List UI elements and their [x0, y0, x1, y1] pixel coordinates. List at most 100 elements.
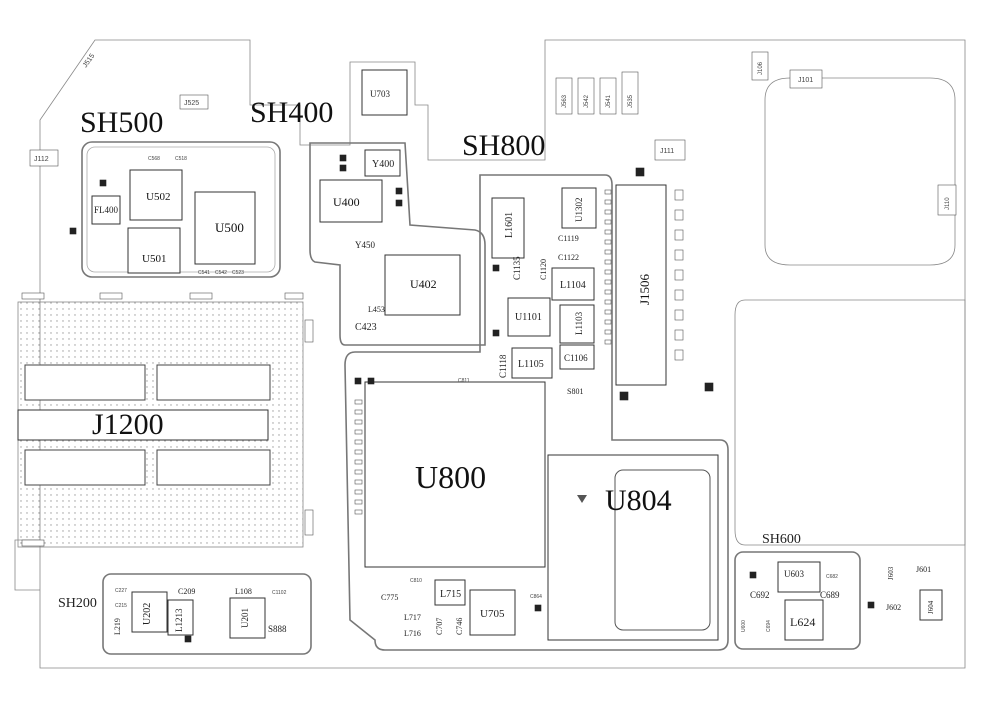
label-j542: J542 — [584, 94, 590, 108]
label-u402: U402 — [410, 277, 437, 291]
j1200-block-d — [156, 449, 271, 486]
chip-u1101 — [507, 297, 551, 337]
label-u603: U603 — [784, 569, 804, 579]
label-j112: J112 — [34, 156, 49, 163]
label-sh600: SH600 — [762, 532, 801, 547]
label-sh500: SH500 — [80, 106, 163, 139]
label-j603: J603 — [887, 566, 895, 580]
chip-l1213 — [167, 599, 194, 636]
label-u501: U501 — [142, 253, 166, 265]
u804-marker — [577, 495, 587, 503]
label-j1200: J1200 — [92, 408, 164, 441]
label-u502: U502 — [146, 191, 170, 203]
chip-u402 — [384, 254, 461, 316]
pad-cluster — [69, 154, 875, 643]
chip-l1104 — [551, 267, 595, 301]
label-c215: C215 — [115, 603, 127, 609]
label-c707: C707 — [435, 618, 444, 635]
label-l1213: L1213 — [174, 608, 184, 632]
chip-u804-inner — [614, 469, 711, 631]
chip-fl400 — [91, 195, 121, 225]
label-c810: C810 — [410, 578, 422, 584]
label-c1135: C1135 — [512, 256, 522, 280]
label-l624: L624 — [790, 615, 815, 629]
chip-j604 — [919, 589, 943, 621]
chip-u705 — [469, 589, 516, 636]
board-outline — [39, 39, 966, 669]
chip-l624 — [784, 599, 824, 641]
label-j604: J604 — [927, 600, 935, 614]
label-c523: C523 — [232, 270, 244, 276]
shield-sh500-inner — [86, 146, 276, 273]
label-fl400: FL400 — [94, 205, 119, 215]
label-c1122: C1122 — [558, 253, 579, 262]
chip-l715 — [434, 579, 466, 606]
label-l716: L716 — [404, 629, 421, 638]
label-l1601: L1601 — [504, 212, 515, 238]
label-c1119: C1119 — [558, 234, 579, 243]
label-j535: J535 — [628, 94, 634, 108]
label-l1103: L1103 — [574, 311, 584, 335]
chip-u603 — [777, 561, 821, 593]
label-u201: U201 — [240, 608, 250, 628]
label-c1102: C1102 — [272, 590, 287, 596]
chip-l1105 — [511, 347, 553, 379]
label-sh400: SH400 — [250, 96, 333, 129]
conn-j541 — [599, 77, 617, 115]
label-l1105: L1105 — [518, 359, 544, 370]
label-u400: U400 — [333, 195, 360, 209]
conn-j110 — [937, 184, 957, 216]
label-u804: U804 — [605, 484, 672, 517]
chip-u201 — [229, 597, 266, 639]
label-j525: J525 — [184, 100, 199, 107]
chip-c1106 — [559, 344, 595, 370]
label-u500: U500 — [215, 220, 244, 235]
chip-u800 — [364, 381, 546, 568]
board-cutout-right — [734, 299, 966, 546]
conn-j542 — [577, 77, 595, 115]
j1200-strip — [17, 409, 269, 441]
label-c423: C423 — [355, 322, 377, 333]
label-u705: U705 — [480, 608, 505, 620]
chip-u400 — [319, 179, 383, 223]
label-l1104: L1104 — [560, 280, 586, 291]
shield-sh800 — [344, 174, 729, 651]
label-c746: C746 — [455, 618, 464, 635]
j1200-block-c — [24, 449, 146, 486]
chip-u501 — [127, 227, 181, 274]
label-sh200: SH200 — [58, 596, 97, 611]
label-j1506: J1506 — [637, 273, 652, 305]
label-u1302: U1302 — [574, 198, 584, 223]
j1200-block-a — [24, 364, 146, 401]
label-u800: U800 — [415, 459, 486, 495]
label-j110: J110 — [945, 197, 951, 210]
chip-u1302 — [561, 187, 597, 229]
board-outline-left — [14, 539, 40, 591]
chip-j1506 — [615, 184, 667, 386]
conn-j525 — [179, 94, 209, 110]
board-cutout — [764, 77, 956, 266]
chip-u703 — [361, 69, 408, 116]
conn-j111 — [654, 139, 686, 161]
label-c227: C227 — [115, 588, 127, 594]
label-l717: L717 — [404, 613, 421, 622]
label-sh800: SH800 — [462, 129, 545, 162]
label-j515: J515 — [82, 53, 97, 70]
label-c692: C692 — [750, 590, 770, 600]
pad-column-u800 — [354, 399, 363, 515]
label-y400: Y400 — [372, 159, 394, 170]
chip-u804 — [547, 454, 719, 641]
chip-l1103 — [559, 304, 595, 344]
label-c1118: C1118 — [498, 354, 508, 378]
chip-l1601 — [491, 197, 525, 259]
label-j541: J541 — [606, 94, 612, 108]
conn-j101 — [789, 69, 823, 89]
chip-u500 — [194, 191, 256, 265]
shield-sh600 — [734, 551, 861, 650]
label-c775: C775 — [381, 593, 398, 602]
label-c542: C542 — [215, 270, 227, 276]
label-l219: L219 — [113, 618, 122, 635]
conn-j563 — [555, 77, 573, 115]
label-c518: C518 — [175, 156, 187, 162]
